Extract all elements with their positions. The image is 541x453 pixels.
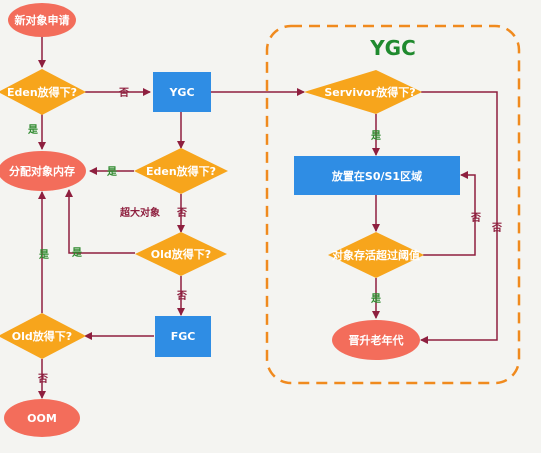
node-oom: OOM xyxy=(4,399,80,437)
label-oldleft-yes: 是 xyxy=(38,249,49,261)
edge-survivor-no-promote xyxy=(420,91,498,344)
label-oldmid-yes: 是 xyxy=(71,247,82,259)
label-oldmid-no: 否 xyxy=(176,290,187,302)
svg-text:Old放得下?: Old放得下? xyxy=(12,329,72,343)
svg-text:FGC: FGC xyxy=(171,330,196,343)
svg-text:晋升老年代: 晋升老年代 xyxy=(349,333,404,347)
svg-text:Eden放得下?: Eden放得下? xyxy=(146,164,216,178)
label-large-object: 超大对象 xyxy=(119,206,160,219)
label-survivor-no: 否 xyxy=(491,222,502,234)
svg-text:放置在S0/S1区域: 放置在S0/S1区域 xyxy=(331,169,422,183)
ygc-group-title: YGC xyxy=(369,36,416,60)
node-survivor-check: Servivor放得下? xyxy=(304,70,422,114)
label-age-yes: 是 xyxy=(370,293,381,305)
node-eden-check-2: Eden放得下? xyxy=(134,148,228,194)
node-old-check-left: Old放得下? xyxy=(0,313,86,359)
label-survivor-yes: 是 xyxy=(370,130,381,142)
node-old-check-mid: Old放得下? xyxy=(135,232,227,276)
node-promote-old: 晋升老年代 xyxy=(332,320,420,360)
label-oldleft-no: 否 xyxy=(37,373,48,385)
svg-text:Servivor放得下?: Servivor放得下? xyxy=(324,85,415,99)
svg-text:新对象申请: 新对象申请 xyxy=(15,13,70,27)
svg-text:对象存活超过阈值: 对象存活超过阈值 xyxy=(332,248,420,262)
svg-text:Old放得下?: Old放得下? xyxy=(151,247,211,261)
node-age-check: 对象存活超过阈值 xyxy=(328,232,424,278)
ygc-group-box xyxy=(265,24,521,385)
label-eden1-yes: 是 xyxy=(27,124,38,136)
label-age-no: 否 xyxy=(470,212,481,224)
node-eden-check-1: Eden放得下? xyxy=(0,69,86,115)
label-eden2-no: 否 xyxy=(176,207,187,219)
edge-oldmid-yes-alloc xyxy=(65,189,135,254)
node-fgc: FGC xyxy=(155,316,211,357)
svg-text:YGC: YGC xyxy=(168,86,194,99)
svg-text:分配对象内存: 分配对象内存 xyxy=(9,164,75,178)
label-eden2-yes: 是 xyxy=(106,166,117,178)
svg-text:OOM: OOM xyxy=(27,412,57,425)
edge-age-no-place xyxy=(423,171,476,256)
label-eden1-no: 否 xyxy=(118,87,129,99)
node-alloc-memory: 分配对象内存 xyxy=(0,151,86,191)
node-ygc: YGC xyxy=(153,72,211,112)
svg-text:Eden放得下?: Eden放得下? xyxy=(7,85,77,99)
node-place-s0-s1: 放置在S0/S1区域 xyxy=(294,156,460,195)
node-new-object: 新对象申请 xyxy=(8,3,76,37)
